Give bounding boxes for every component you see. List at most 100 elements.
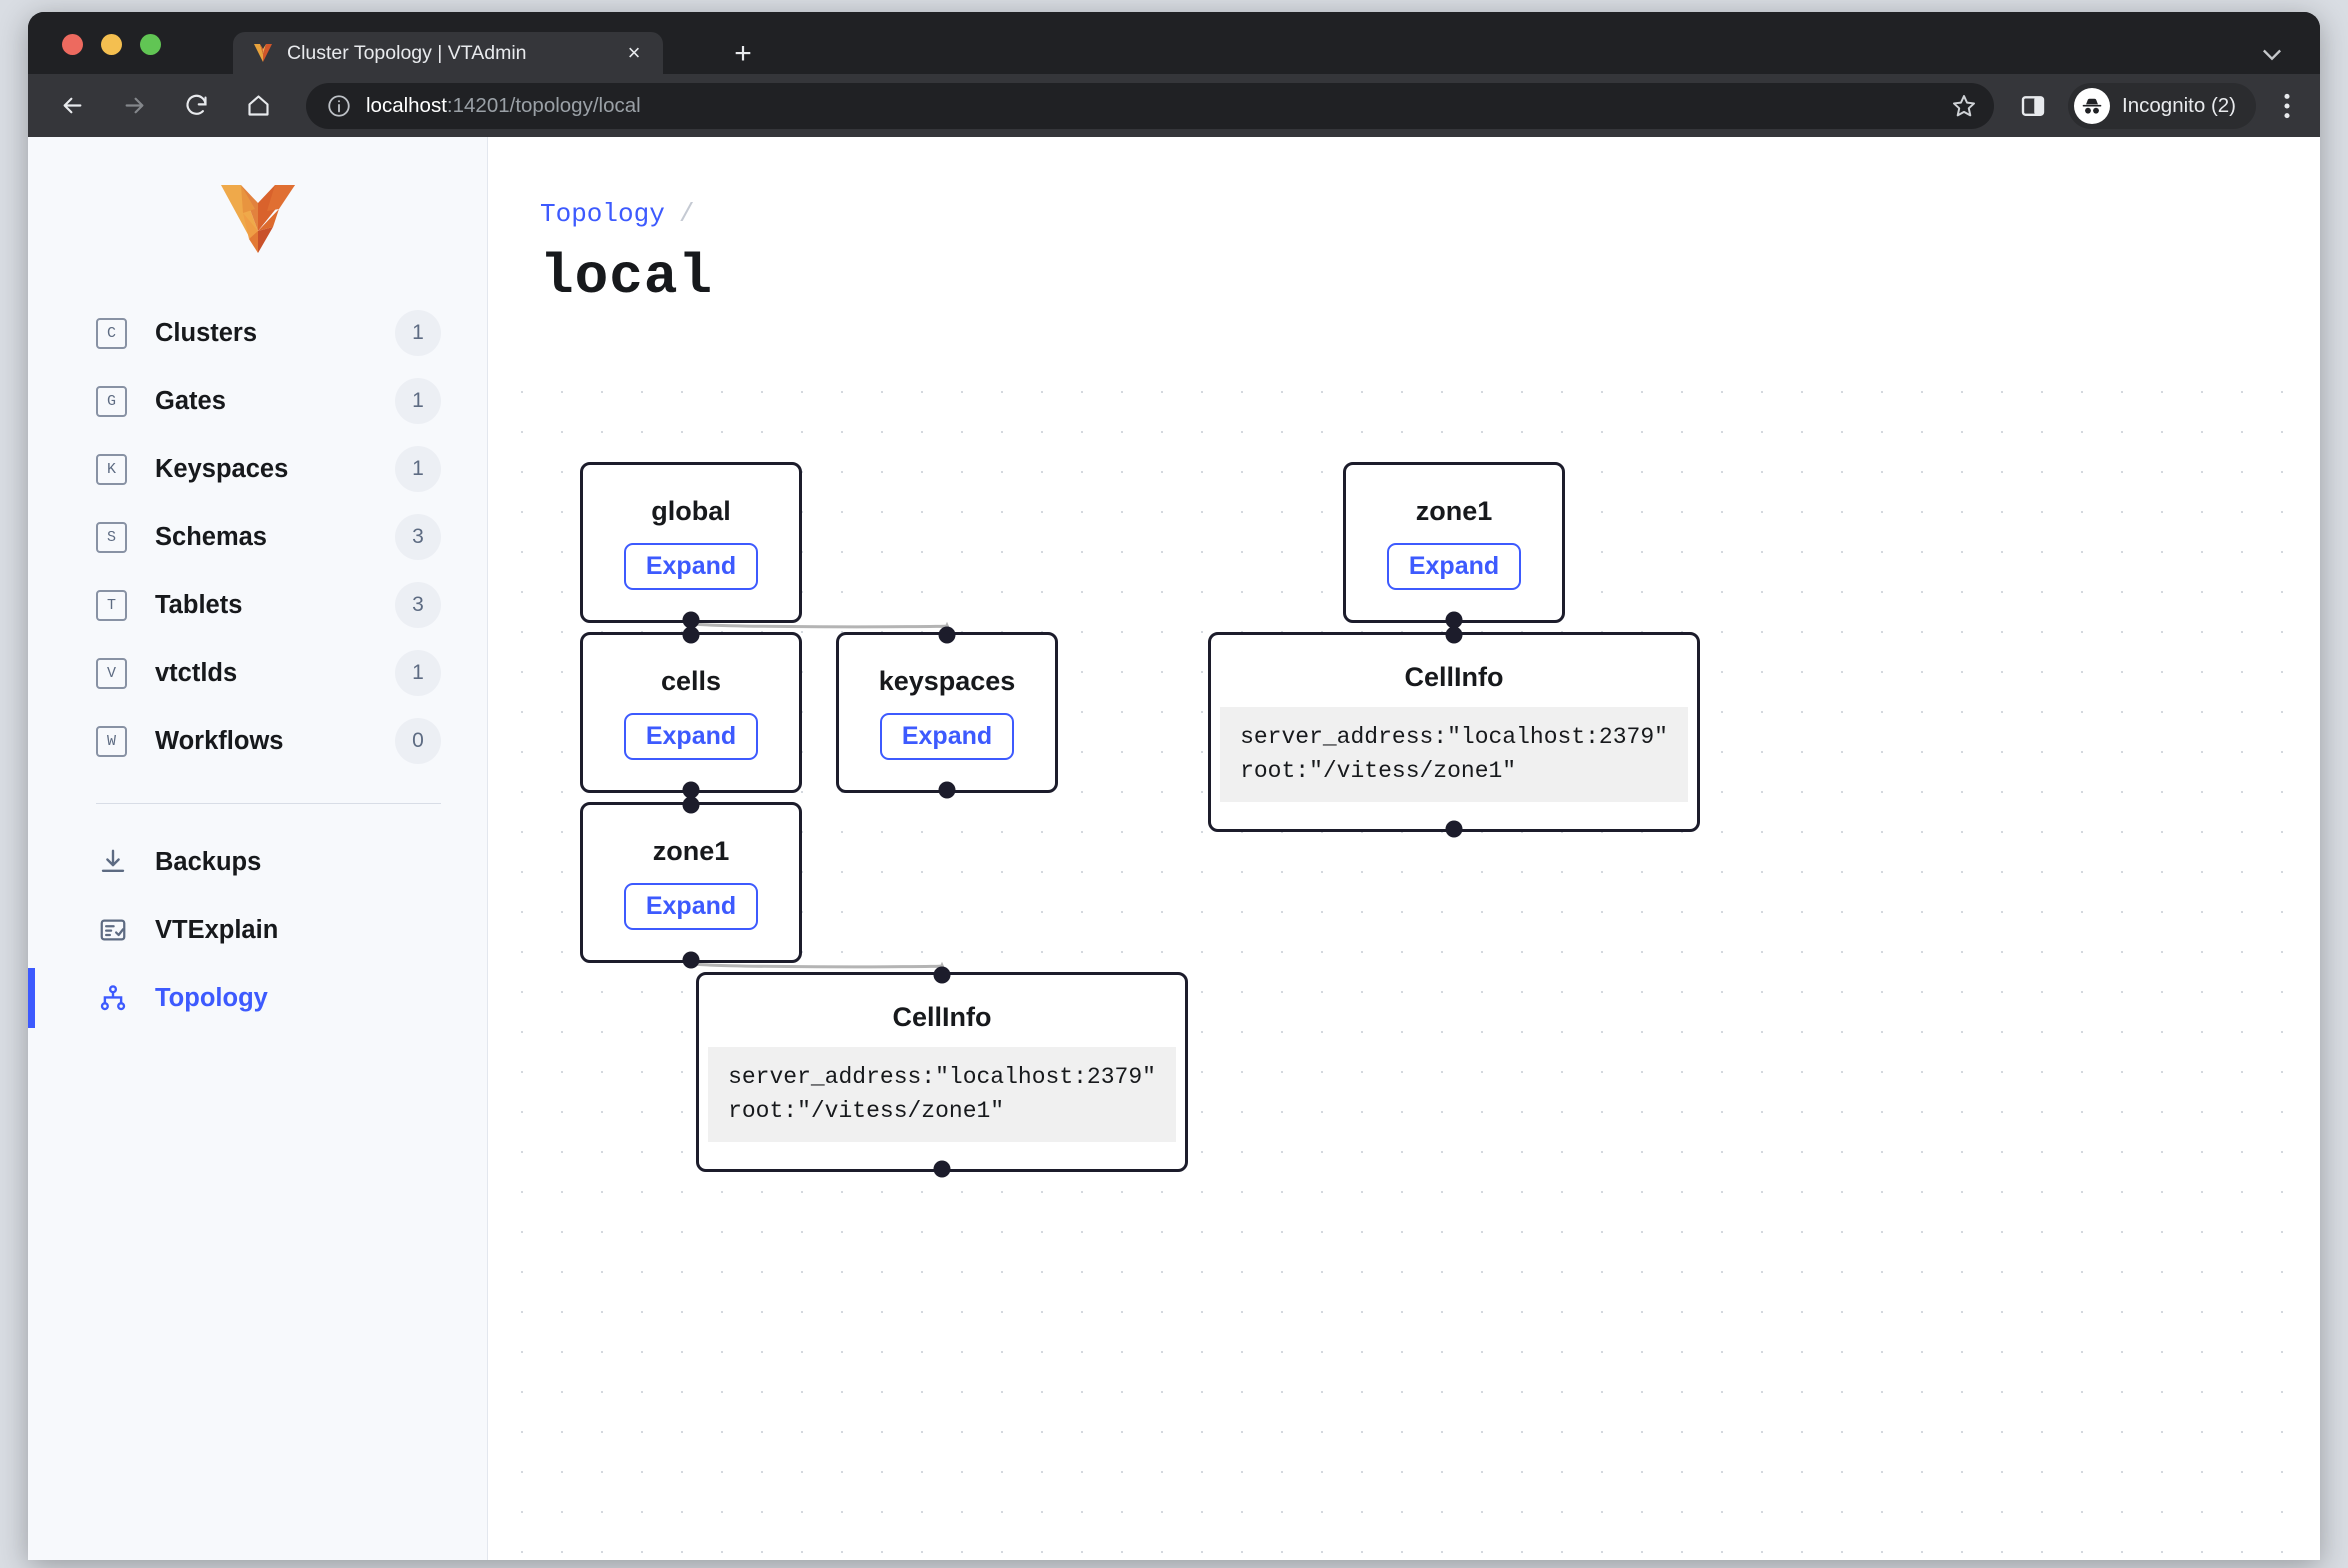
three-dot-menu-icon[interactable] [2270, 89, 2304, 123]
breadcrumb-separator: / [678, 199, 695, 229]
sidebar-item-label: vtctlds [155, 658, 238, 687]
node-port-bottom[interactable] [933, 1160, 951, 1178]
sidebar-item-count: 3 [395, 514, 441, 560]
url-path: :14201/topology/local [446, 93, 641, 117]
breadcrumb-topology-link[interactable]: Topology [540, 199, 665, 229]
node-port-top[interactable] [682, 626, 700, 644]
sidebar-divider [96, 803, 441, 804]
tab-strip: Cluster Topology | VTAdmin × + [28, 12, 2320, 74]
profile-label: Incognito (2) [2122, 93, 2236, 117]
node-title: CellInfo [892, 1002, 992, 1033]
expand-button[interactable]: Expand [1386, 542, 1522, 590]
browser-tab[interactable]: Cluster Topology | VTAdmin × [233, 32, 663, 74]
chevron-down-icon[interactable] [2258, 40, 2286, 68]
sidebar-item-count: 0 [395, 718, 441, 764]
checklist-icon [96, 913, 130, 947]
expand-button[interactable]: Expand [623, 712, 759, 760]
vtctlds-letter-icon: V [96, 657, 127, 689]
maximize-window-button[interactable] [140, 34, 161, 55]
expand-button[interactable]: Expand [623, 542, 759, 590]
node-port-bottom[interactable] [938, 781, 956, 799]
sidebar-item-topology[interactable]: Topology [28, 964, 487, 1032]
node-title: cells [660, 665, 722, 696]
sidebar-tools-list: Backups VTExplain [28, 828, 487, 1032]
url-host: localhost [366, 93, 447, 117]
sidebar-item-count: 1 [395, 446, 441, 492]
sidebar-item-tablets[interactable]: T Tablets 3 [28, 571, 487, 639]
vitess-logo[interactable] [28, 167, 487, 299]
expand-button[interactable]: Expand [623, 882, 759, 930]
home-icon[interactable] [236, 84, 280, 128]
browser-toolbar: localhost:14201/topology/local [28, 74, 2320, 137]
sidebar: C Clusters 1 G Gates 1 K Keyspaces 1 [28, 137, 488, 1560]
sidebar-item-gates[interactable]: G Gates 1 [28, 367, 487, 435]
profile-incognito-button[interactable]: Incognito (2) [2068, 82, 2256, 129]
node-port-bottom[interactable] [682, 611, 700, 629]
sidebar-item-backups[interactable]: Backups [28, 828, 487, 896]
expand-button[interactable]: Expand [879, 712, 1015, 760]
sidebar-item-label: Keyspaces [155, 454, 289, 483]
sidebar-nav-list: C Clusters 1 G Gates 1 K Keyspaces 1 [28, 299, 487, 775]
browser-window: Cluster Topology | VTAdmin × + [28, 12, 2320, 1560]
sidebar-item-workflows[interactable]: W Workflows 0 [28, 707, 487, 775]
node-port-bottom[interactable] [1445, 820, 1463, 838]
node-title: zone1 [1415, 495, 1493, 526]
breadcrumb: Topology / [540, 199, 694, 229]
page-title: local [540, 245, 714, 309]
topology-nodes-icon [96, 981, 130, 1015]
keyspaces-letter-icon: K [96, 453, 127, 485]
sidebar-item-label: Schemas [155, 522, 267, 551]
side-panel-icon[interactable] [2018, 91, 2048, 121]
gates-letter-icon: G [96, 385, 127, 417]
node-title: CellInfo [1404, 662, 1504, 693]
workflows-letter-icon: W [96, 725, 127, 757]
site-info-icon[interactable] [326, 93, 352, 119]
node-port-bottom[interactable] [682, 781, 700, 799]
sidebar-item-keyspaces[interactable]: K Keyspaces 1 [28, 435, 487, 503]
bookmark-star-icon[interactable] [1950, 92, 1978, 120]
node-port-top[interactable] [1445, 626, 1463, 644]
download-icon [96, 845, 130, 879]
minimize-window-button[interactable] [101, 34, 122, 55]
sidebar-item-schemas[interactable]: S Schemas 3 [28, 503, 487, 571]
forward-arrow-icon[interactable] [112, 84, 156, 128]
close-window-button[interactable] [62, 34, 83, 55]
incognito-avatar-icon [2074, 87, 2111, 124]
node-port-top[interactable] [933, 966, 951, 984]
sidebar-item-count: 1 [395, 650, 441, 696]
schemas-letter-icon: S [96, 521, 127, 553]
sidebar-item-count: 3 [395, 582, 441, 628]
node-port-bottom[interactable] [1445, 611, 1463, 629]
address-bar[interactable]: localhost:14201/topology/local [306, 82, 1995, 129]
sidebar-item-label: Workflows [155, 726, 284, 755]
node-port-bottom[interactable] [682, 951, 700, 969]
graph-edge-zone1-left-to-cellinfo-bottom [689, 961, 947, 983]
reload-icon[interactable] [174, 84, 218, 128]
sidebar-item-clusters[interactable]: C Clusters 1 [28, 299, 487, 367]
sidebar-item-label: Topology [155, 983, 268, 1012]
node-port-top[interactable] [682, 796, 700, 814]
back-arrow-icon[interactable] [50, 84, 94, 128]
node-title: global [651, 495, 731, 526]
sidebar-item-vtctlds[interactable]: V vtctlds 1 [28, 639, 487, 707]
new-tab-button[interactable]: + [734, 37, 752, 70]
node-port-top[interactable] [938, 626, 956, 644]
tablets-letter-icon: T [96, 589, 127, 621]
sidebar-item-vtexplain[interactable]: VTExplain [28, 896, 487, 964]
node-title: keyspaces [878, 665, 1016, 696]
sidebar-item-count: 1 [395, 310, 441, 356]
sidebar-item-label: Clusters [155, 318, 258, 347]
close-icon[interactable]: × [627, 40, 641, 65]
sidebar-item-label: VTExplain [155, 915, 279, 944]
url-text: localhost:14201/topology/local [366, 94, 641, 118]
page-viewport: C Clusters 1 G Gates 1 K Keyspaces 1 [28, 137, 2320, 1560]
